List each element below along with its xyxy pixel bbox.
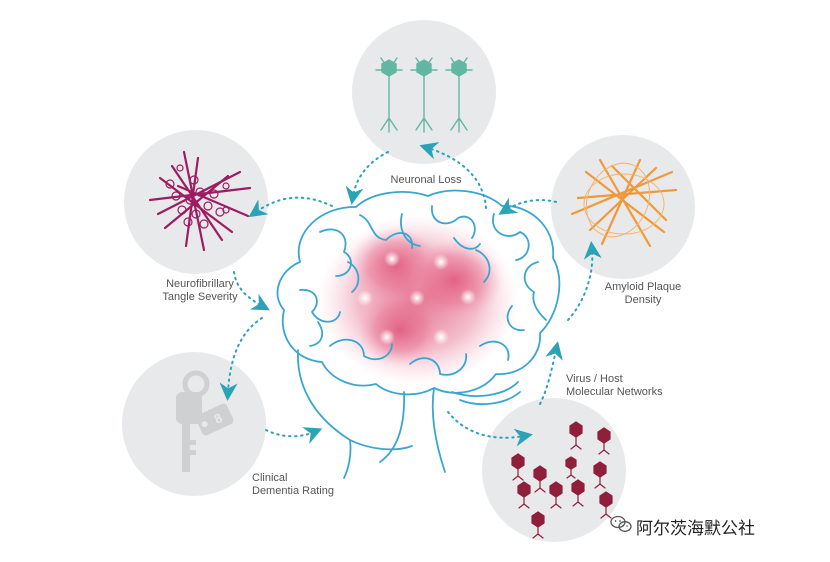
- clinical-label-line2: Dementia Rating: [252, 485, 334, 497]
- virus-icon: [531, 511, 545, 539]
- amyloid-label-line1: Amyloid Plaque: [604, 281, 682, 293]
- tangle-severity-label: Neurofibrillary Tangle Severity: [140, 278, 260, 304]
- virus-icon: [599, 491, 613, 519]
- plaque-icon: [570, 158, 678, 248]
- neuron-icon: [410, 57, 438, 133]
- flow-arrows: [219, 142, 602, 447]
- virus-icon: [593, 461, 607, 489]
- brain-outline: [276, 189, 561, 479]
- neuron-icons: [375, 57, 473, 133]
- arrow-brain-to-amyloid: [567, 241, 602, 321]
- virus-icon: [571, 479, 585, 507]
- virus-icon: [511, 453, 525, 481]
- virus-label-line2: Molecular Networks: [566, 386, 663, 398]
- virus-icon: [517, 481, 531, 509]
- arrow-brain-to-clinical: [219, 317, 263, 401]
- virus-icon: [597, 427, 611, 455]
- amyloid-density-label: Amyloid Plaque Density: [583, 281, 703, 307]
- virus-icon: [569, 421, 583, 450]
- arrow-brain-to-virus: [447, 411, 533, 447]
- arrow-tangle-to-brain: [233, 271, 270, 311]
- virus-network-label: Virus / Host Molecular Networks: [566, 373, 663, 399]
- arrow-amyloid-to-brain: [498, 197, 557, 215]
- arrow-clinical-to-brain: [265, 427, 323, 444]
- arrow-brain-to-tangle: [248, 196, 333, 218]
- tangle-label-line2: Tangle Severity: [162, 291, 238, 303]
- neuronal-loss-text: Neuronal Loss: [390, 174, 462, 186]
- tangle-icon: [148, 150, 252, 252]
- arrow-virus-to-brain: [539, 341, 563, 405]
- arrow-neuronal-to-brain: [345, 151, 389, 205]
- tangle-label-line1: Neurofibrillary: [166, 278, 234, 290]
- virus-icon: [549, 481, 563, 509]
- hotspot-dots: [357, 251, 476, 345]
- wechat-icon: [610, 515, 632, 532]
- key-icon: 8: [176, 370, 234, 472]
- neuronal-loss-label: Neuronal Loss: [366, 174, 486, 187]
- clinical-rating-label: Clinical Dementia Rating: [252, 472, 334, 498]
- clinical-label-line1: Clinical: [252, 472, 288, 484]
- virus-label-line1: Virus / Host: [566, 373, 623, 385]
- virus-icon: [533, 465, 547, 493]
- watermark-text: 阿尔茨海默公社: [636, 519, 755, 539]
- neuron-icon: [445, 57, 473, 133]
- arrow-brain-to-neuronal: [419, 142, 487, 209]
- virus-icon: [565, 456, 577, 479]
- amyloid-label-line2: Density: [624, 294, 662, 306]
- virus-icons: [511, 421, 613, 539]
- neuron-icon: [375, 57, 403, 133]
- amyloid-circle: [551, 135, 695, 279]
- brain-illustration: [276, 189, 561, 479]
